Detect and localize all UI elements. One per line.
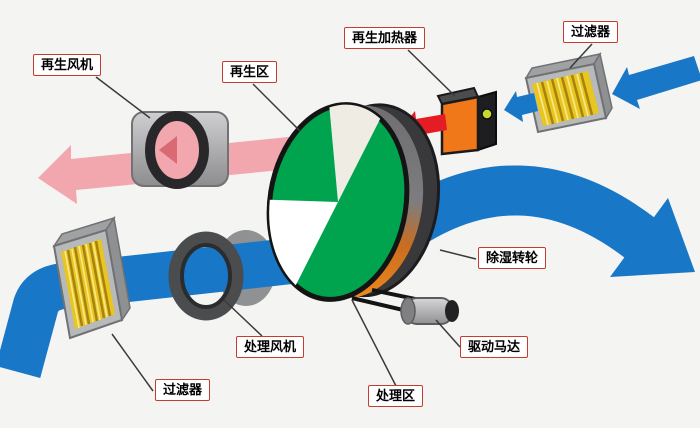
motor-pulley: [445, 300, 459, 322]
dehumidification-wheel: [266, 102, 441, 302]
label-filter-bottom: 过滤器: [155, 379, 211, 401]
label-process-zone: 处理区: [368, 385, 424, 407]
drive-motor: [400, 297, 459, 325]
process-air-outlet-arrow: [383, 165, 695, 277]
callout-line-process-fan: [223, 299, 263, 337]
callout-line-wheel: [439, 249, 477, 260]
callout-line-regen-zone: [252, 83, 301, 132]
label-dehumid-wheel: 除湿转轮: [478, 247, 547, 269]
wheel-regen-sector: [329, 104, 381, 202]
label-filter-top: 过滤器: [563, 21, 619, 43]
label-regen-heater: 再生加热器: [344, 27, 426, 49]
callout-line-motor: [435, 319, 461, 348]
regen-fan-flow-arrowhead: [159, 136, 177, 164]
label-regen-fan: 再生风机: [33, 54, 102, 76]
wheel-process-wedge: [269, 199, 338, 286]
filter-top-right: [524, 52, 613, 134]
callout-line-regen-heater: [407, 49, 456, 97]
callout-lines: [95, 43, 593, 392]
regen-fan: [131, 111, 229, 189]
callout-line-filter-bottom: [111, 333, 154, 392]
label-regen-zone: 再生区: [222, 61, 278, 83]
callout-line-filter-top: [569, 43, 593, 69]
callout-line-process-zone: [351, 299, 397, 387]
heater-indicator-light: [481, 108, 493, 120]
callout-line-regen-fan: [95, 76, 151, 119]
process-fan: [168, 231, 244, 321]
regen-heater: [436, 86, 497, 156]
label-drive-motor: 驱动马达: [460, 336, 529, 358]
label-process-fan: 处理风机: [236, 336, 305, 358]
regen-air-to-heater-arrow: [504, 91, 538, 122]
filter-bottom-left: [52, 216, 131, 340]
heater-front-panel: [440, 95, 480, 156]
regen-air-inlet-arrow: [612, 56, 700, 109]
